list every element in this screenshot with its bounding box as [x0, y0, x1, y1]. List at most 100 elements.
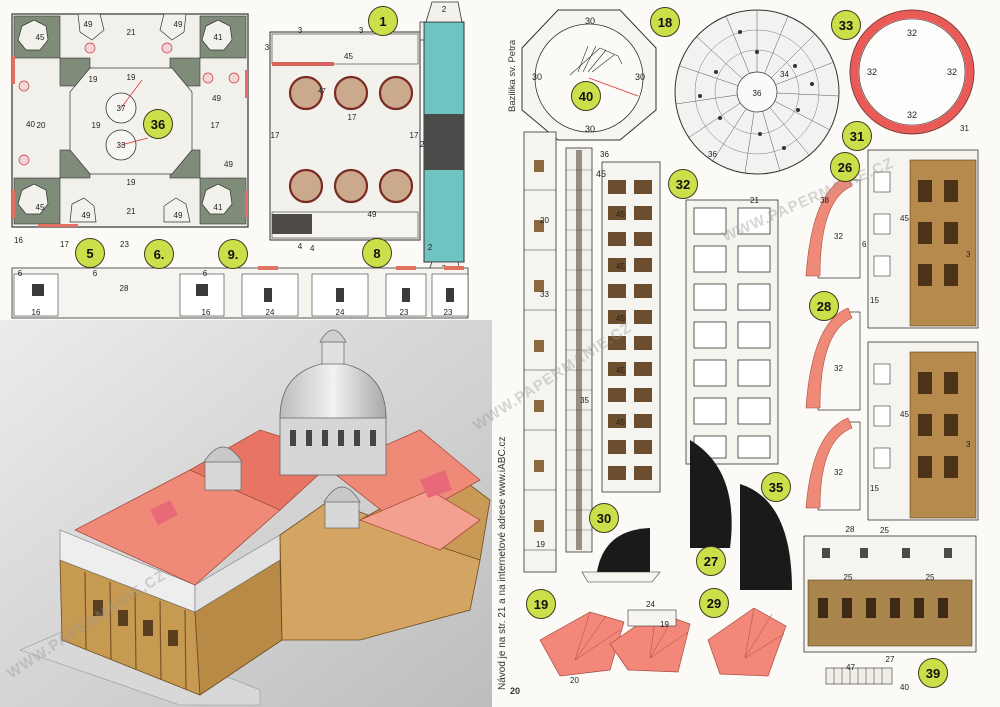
svg-text:19: 19	[89, 75, 98, 84]
svg-text:49: 49	[174, 20, 183, 29]
svg-text:24: 24	[266, 308, 275, 317]
svg-text:2: 2	[428, 243, 433, 252]
number-20: 19	[660, 620, 669, 629]
number-33: 35	[580, 396, 589, 405]
svg-text:36: 36	[753, 89, 762, 98]
svg-text:30: 30	[585, 16, 595, 26]
number-35-b: 45	[616, 210, 625, 219]
svg-text:27: 27	[886, 655, 895, 664]
svg-text:32: 32	[907, 110, 917, 120]
part-badge-28: 28	[809, 291, 839, 321]
part-badge-39: 39	[918, 658, 948, 688]
svg-text:41: 41	[214, 33, 223, 42]
svg-text:30: 30	[635, 72, 645, 82]
sheet-title: Bazilika sv. Petra	[507, 39, 518, 112]
svg-text:25: 25	[926, 573, 935, 582]
number-41: 45	[344, 52, 353, 61]
part-33-dome-segments: 36	[674, 9, 840, 175]
number-15-b: 15	[870, 484, 879, 493]
part-30-strip	[565, 147, 593, 553]
part-39-strip	[825, 667, 893, 685]
svg-text:30: 30	[585, 124, 595, 134]
svg-text:16: 16	[202, 308, 211, 317]
svg-text:49: 49	[368, 210, 377, 219]
svg-text:3: 3	[298, 26, 303, 35]
part-badge-36: 36	[143, 109, 173, 139]
number-35: 45	[596, 169, 607, 179]
svg-text:23: 23	[400, 308, 409, 317]
number-34-b: 36	[708, 150, 717, 159]
instructions-text: Návod je na str. 21 a na internetové adr…	[497, 436, 508, 690]
number-29-b: 32	[834, 364, 843, 373]
number-47: 47	[318, 88, 326, 95]
number-15: 15	[870, 296, 879, 305]
part-badge-40: 40	[571, 81, 601, 111]
svg-text:16: 16	[32, 308, 41, 317]
svg-text:32: 32	[907, 28, 917, 38]
part-badge-33: 33	[831, 10, 861, 40]
part-badge-29: 29	[699, 588, 729, 618]
svg-text:49: 49	[174, 211, 183, 220]
number-23: 21	[750, 196, 759, 205]
part-badge-6: 6.	[144, 239, 174, 269]
part-32-panel	[601, 161, 661, 493]
svg-text:4: 4	[298, 242, 303, 251]
number-25: 25	[880, 526, 889, 535]
svg-text:6: 6	[93, 269, 98, 278]
number-45: 49	[212, 94, 221, 103]
number-49: 49	[224, 160, 233, 169]
svg-text:19: 19	[127, 178, 136, 187]
number-32: 34	[780, 70, 789, 79]
part-badge-31: 31	[842, 121, 872, 151]
number-3-b: 3	[966, 440, 971, 449]
svg-text:37: 37	[117, 104, 126, 113]
part-badge-27: 27	[696, 546, 726, 576]
part-badge-19: 19	[526, 589, 556, 619]
part-35-window-panel	[685, 199, 779, 465]
part-badge-1: 1	[368, 6, 398, 36]
number-31: 33	[540, 290, 549, 299]
svg-text:17: 17	[410, 131, 419, 140]
parts-number-legend: 45	[596, 170, 606, 179]
svg-text:45: 45	[36, 203, 45, 212]
svg-text:28: 28	[120, 284, 129, 293]
page-number: 20	[510, 686, 521, 696]
number-28: 24	[646, 600, 655, 609]
svg-text:3: 3	[265, 43, 270, 52]
black-dome-pieces	[581, 440, 792, 590]
number-34: 36	[600, 150, 609, 159]
number-29-a: 32	[834, 232, 843, 241]
svg-text:6: 6	[203, 269, 208, 278]
number-37: 40	[26, 120, 35, 129]
svg-text:32: 32	[867, 67, 877, 77]
number-29-c: 32	[834, 468, 843, 477]
part-26-facade	[867, 149, 979, 521]
number-20-b: 19	[536, 540, 545, 549]
number-40: 47	[846, 663, 855, 672]
part-badge-32: 32	[668, 169, 698, 199]
part-badge-35: 35	[761, 472, 791, 502]
svg-text:23: 23	[444, 308, 453, 317]
svg-text:24: 24	[336, 308, 345, 317]
part-badge-8: 8	[362, 238, 392, 268]
svg-text:3: 3	[359, 26, 364, 35]
svg-text:45: 45	[36, 33, 45, 42]
number-3-a: 3	[966, 250, 971, 259]
svg-text:17: 17	[271, 131, 280, 140]
number-36: 38	[820, 196, 829, 205]
part-19-strip	[523, 131, 557, 573]
number-35-d: 45	[616, 314, 625, 323]
number-21-b: 20	[540, 216, 549, 225]
svg-text:33: 33	[117, 141, 126, 150]
svg-text:25: 25	[844, 573, 853, 582]
part-badge-30: 30	[589, 503, 619, 533]
svg-text:17: 17	[348, 113, 357, 122]
part-badge-5: 5	[75, 238, 105, 268]
model-photo	[0, 320, 492, 707]
